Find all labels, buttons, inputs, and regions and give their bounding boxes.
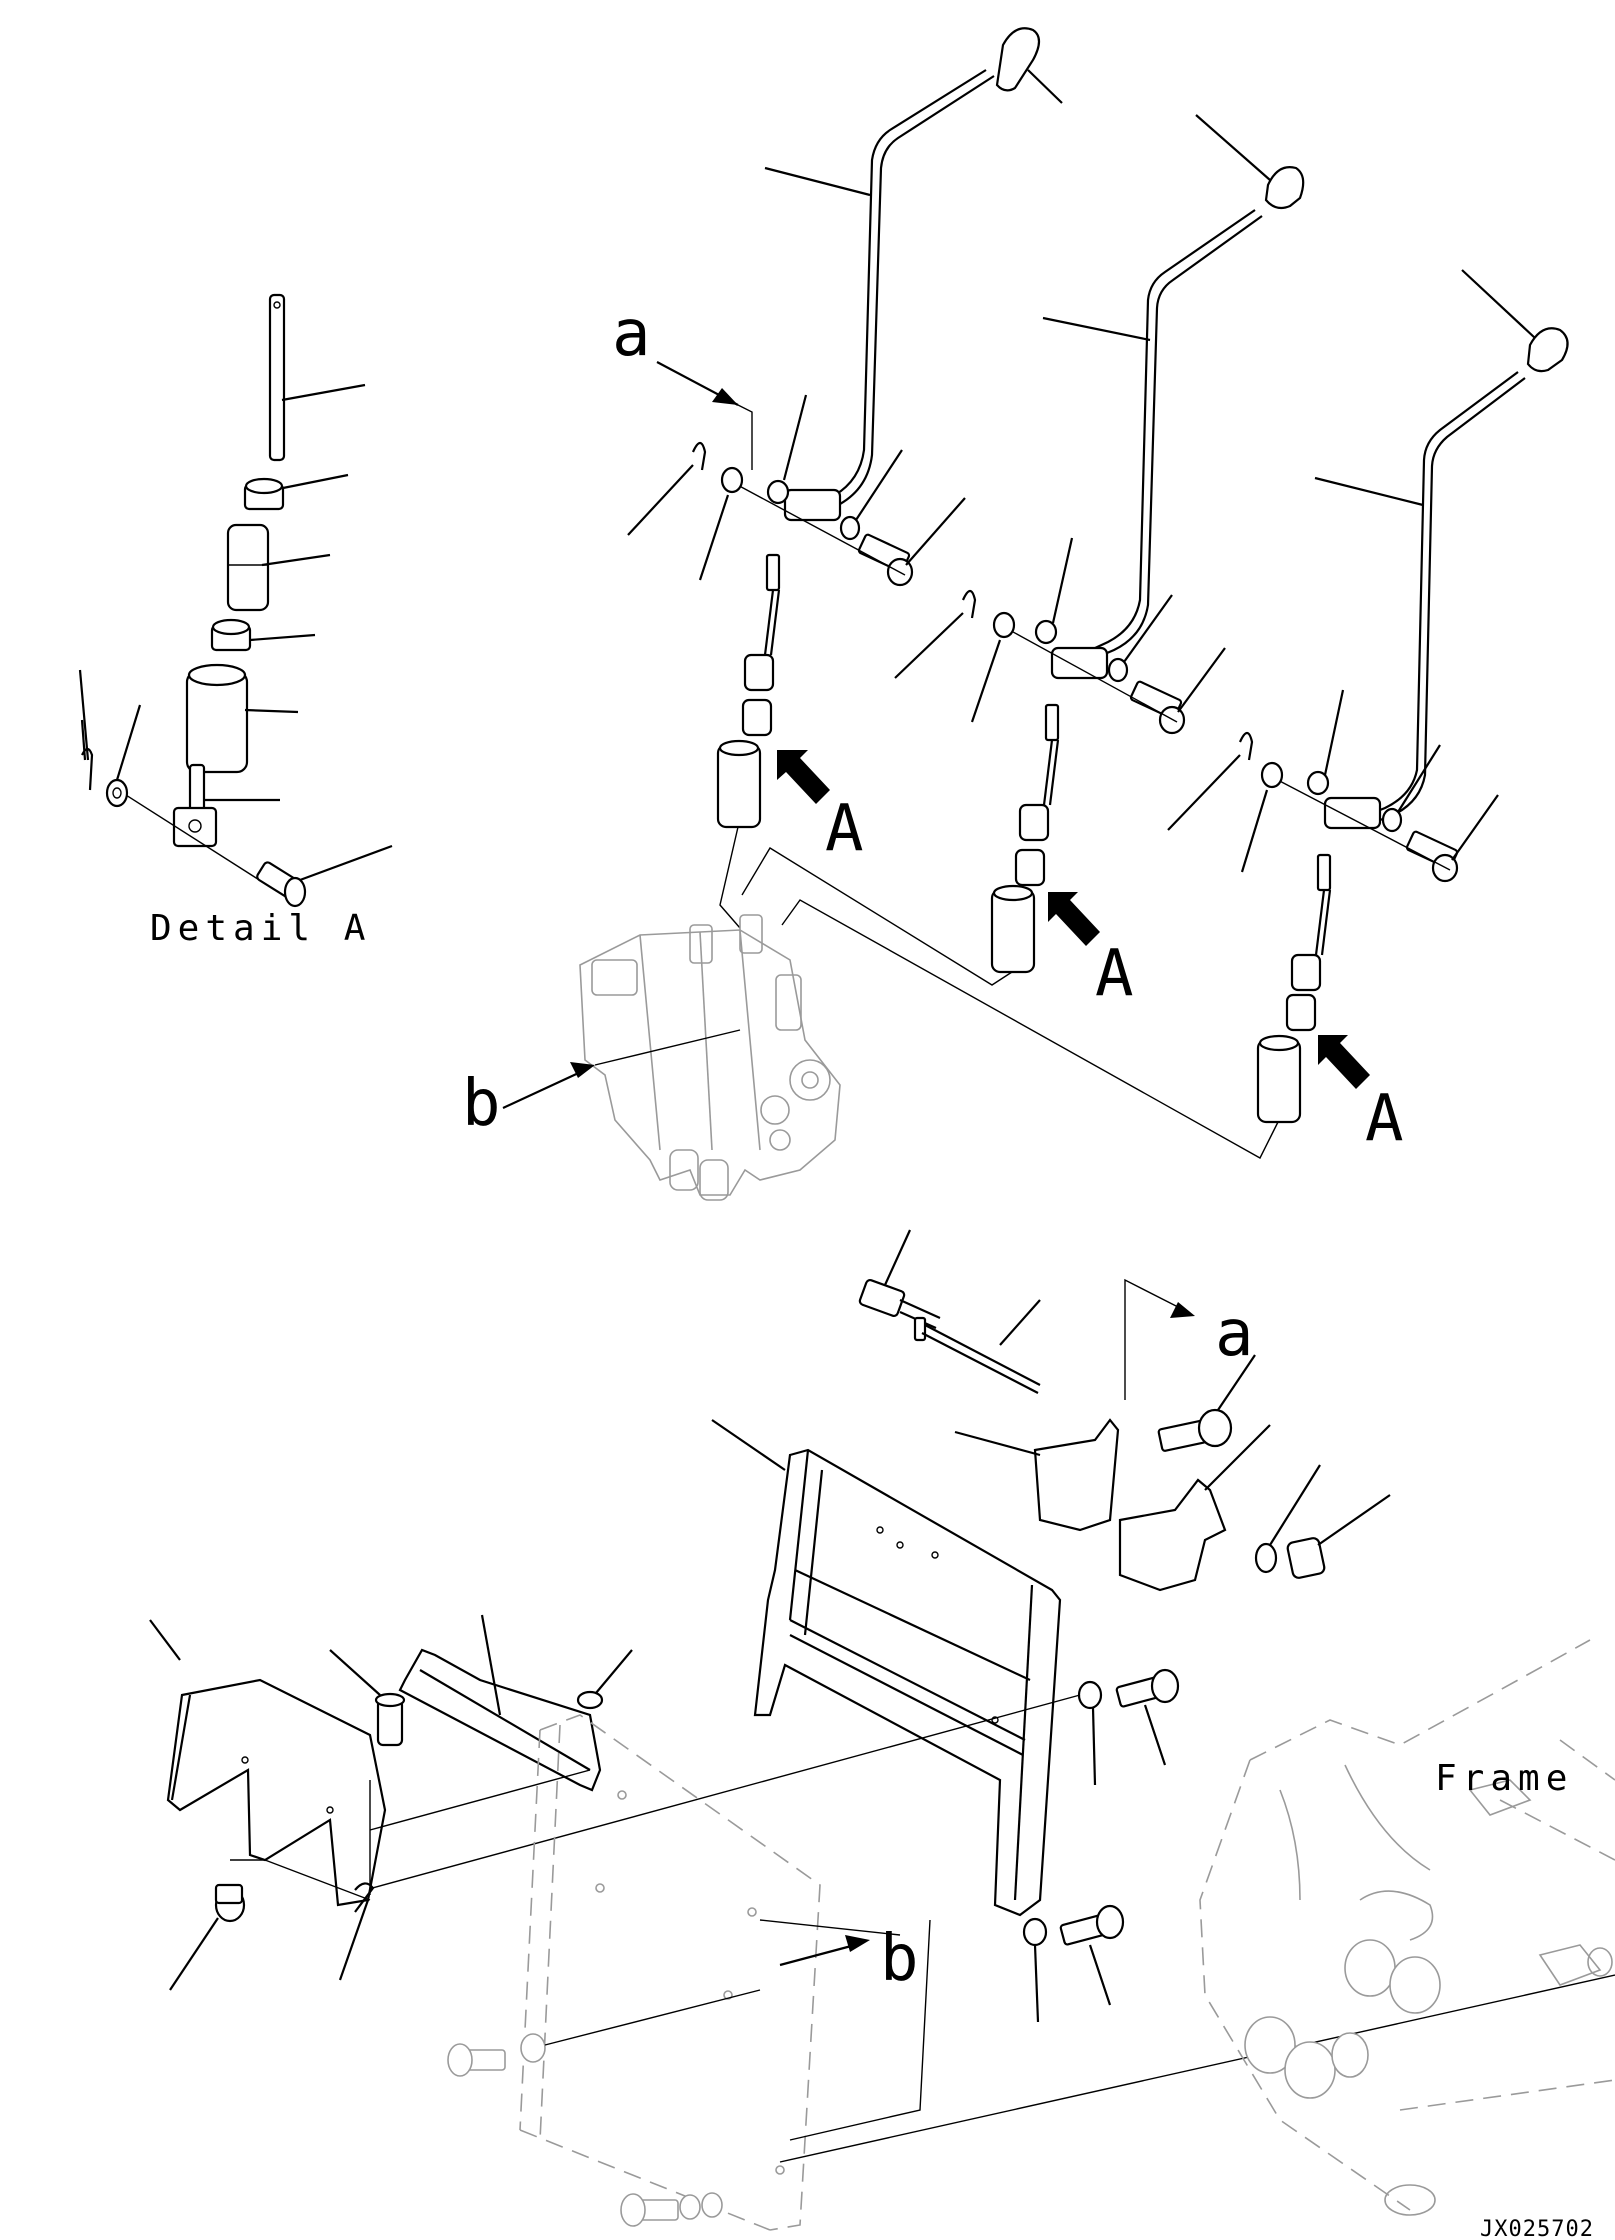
control-valve-icon [579, 914, 841, 1201]
view-direction-arrow-icon [1318, 1035, 1370, 1089]
bracket-bolt-rod [858, 1229, 1041, 1394]
lower-plate [149, 1619, 406, 1991]
view-direction-arrow-icon [1048, 892, 1100, 946]
drawing-code: JX025702 [1480, 2217, 1594, 2240]
lever-knob-icon [1264, 166, 1305, 210]
bracket-set [954, 1354, 1391, 1592]
lever-knob-icon [995, 27, 1041, 92]
view-marker-2: A [1095, 937, 1134, 1011]
ref-b-label-bottom: b [880, 1922, 919, 1996]
view-marker-1: A [825, 792, 864, 866]
lower-bolts [447, 1989, 761, 2227]
frame-label: Frame [1435, 1758, 1573, 1799]
ref-a-label-bottom: a [1215, 1297, 1254, 1371]
ghost-plate [519, 1714, 1615, 2231]
lever-assembly-2 [741, 114, 1305, 986]
guide-plate [369, 1614, 633, 1831]
support-frame [711, 1419, 1062, 1917]
ref-b-valve: b [462, 1029, 741, 1141]
view-markers: A A A [777, 750, 1404, 1156]
detail-a-assembly: Detail A [78, 293, 393, 949]
lever-knob-icon [1526, 327, 1569, 373]
detail-a-caption: Detail A [150, 908, 371, 949]
view-direction-arrow-icon [777, 750, 830, 804]
lever-assembly-1 [627, 27, 1063, 929]
view-marker-3: A [1365, 1082, 1404, 1156]
ref-b-bottom: b [779, 1922, 919, 1996]
ref-a-bottom: a [1124, 1278, 1254, 1400]
frame-fasteners [364, 1668, 1180, 2023]
ref-a-label: a [612, 297, 651, 371]
machine-frame: Frame [1199, 1639, 1615, 2216]
ref-a-top: a [612, 297, 753, 470]
ref-b-label: b [462, 1067, 501, 1141]
lever-assembly-3 [781, 269, 1569, 1159]
